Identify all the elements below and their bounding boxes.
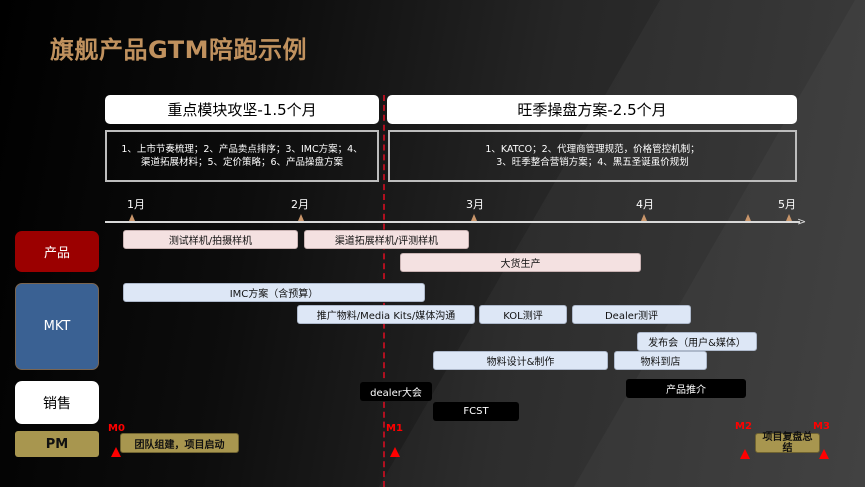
timeline-axis [105, 221, 800, 223]
phase-description-2: 1、KATCO；2、代理商管理规范，价格管控机制； 3、旺季整合营销方案；4、黑… [388, 130, 797, 182]
lane-sales: 销售 [15, 381, 99, 424]
timeline-tick [129, 214, 135, 221]
task-bar-product: 测试样机/拍摄样机 [123, 230, 298, 249]
task-bar-mkt: 物料到店 [614, 351, 707, 370]
timeline-tick [641, 214, 647, 221]
task-bar-sales: FCST [433, 402, 519, 421]
task-bar-mkt: 物料设计&制作 [433, 351, 608, 370]
task-bar-sales: dealer大会 [360, 382, 432, 401]
timeline-tick [786, 214, 792, 221]
task-bar-product: 大货生产 [400, 253, 641, 272]
milestone-label: M3 [813, 421, 830, 432]
phase-desc-line: 渠道拓展材料；5、定价策略；6、产品操盘方案 [140, 157, 344, 168]
month-label: 5月 [778, 198, 796, 211]
milestone-triangle-icon [390, 447, 400, 457]
phase-desc-line: 1、上市节奏梳理；2、产品卖点排序；3、IMC方案；4、 [121, 144, 363, 155]
timeline-tick [745, 214, 751, 221]
phase-header-2: 旺季操盘方案-2.5个月 [387, 95, 797, 124]
milestone-triangle-icon [740, 449, 750, 459]
timeline-tick [471, 214, 477, 221]
task-bar-mkt: 发布会（用户&媒体） [637, 332, 757, 351]
task-bar-mkt: KOL测评 [479, 305, 567, 324]
phase-description-1: 1、上市节奏梳理；2、产品卖点排序；3、IMC方案；4、 渠道拓展材料；5、定价… [105, 130, 379, 182]
task-bar-pm: 团队组建，项目启动 [120, 433, 239, 453]
lane-mkt: MKT [15, 283, 99, 370]
timeline-tick [298, 214, 304, 221]
task-bar-mkt: Dealer测评 [572, 305, 691, 324]
task-bar-product: 渠道拓展样机/评测样机 [304, 230, 469, 249]
milestone-label: M2 [735, 421, 752, 432]
milestone-triangle-icon [111, 447, 121, 457]
arrow-right-icon: > [797, 215, 807, 228]
milestone-label: M1 [386, 423, 403, 434]
task-bar-mkt: 推广物料/Media Kits/媒体沟通 [297, 305, 475, 324]
phase-header-1: 重点模块攻坚-1.5个月 [105, 95, 379, 124]
lane-product: 产品 [15, 231, 99, 272]
month-label: 2月 [291, 198, 309, 211]
milestone-label: M0 [108, 423, 125, 434]
task-bar-mkt: IMC方案（含预算） [123, 283, 425, 302]
month-label: 3月 [466, 198, 484, 211]
phase-desc-line: 1、KATCO；2、代理商管理规范，价格管控机制； [485, 144, 700, 155]
month-label: 4月 [636, 198, 654, 211]
task-bar-sales: 产品推介 [626, 379, 746, 398]
milestone-triangle-icon [819, 449, 829, 459]
phase-desc-line: 3、旺季整合营销方案；4、黑五圣诞虽价规划 [496, 157, 689, 168]
lane-pm: PM [15, 431, 99, 457]
page-title: 旗舰产品GTM陪跑示例 [50, 36, 308, 64]
task-bar-pm: 项目复盘总结 [755, 432, 820, 454]
month-label: 1月 [127, 198, 145, 211]
